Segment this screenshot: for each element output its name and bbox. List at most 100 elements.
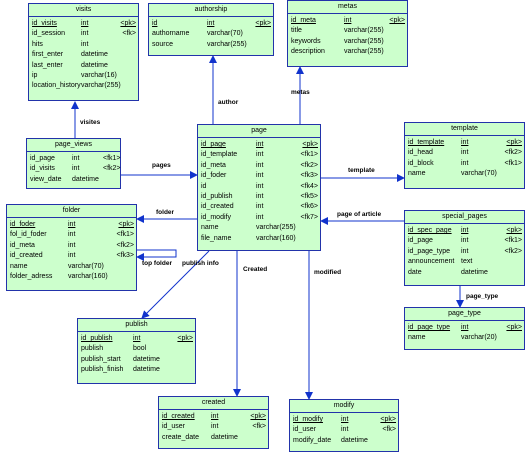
column-name: id_head: [408, 149, 433, 157]
column-key: [172, 355, 193, 365]
column-key: [384, 37, 405, 47]
column-name: name: [201, 224, 219, 232]
column-type: int: [211, 413, 219, 420]
column-type: int: [461, 139, 469, 146]
column-name: id_publish: [201, 192, 233, 200]
column-type: varchar(255): [207, 40, 247, 48]
column-type: int: [256, 172, 264, 180]
column-key: <pk>: [389, 17, 405, 24]
column-name: keywords: [291, 37, 321, 45]
label-created: Created: [243, 266, 268, 273]
table-title: authorship: [149, 4, 273, 17]
column-key: <pk>: [506, 227, 522, 234]
column-type: datetime: [81, 61, 108, 69]
column-type: int: [256, 151, 264, 159]
column-type: datetime: [461, 268, 488, 276]
column-key: <fk4>: [300, 182, 318, 190]
column-name: id_meta: [291, 17, 316, 24]
column-name: id_modify: [293, 416, 323, 423]
column-type: int: [81, 40, 89, 48]
column-key: [248, 433, 266, 443]
column-type: int: [461, 159, 469, 167]
column-type: varchar(20): [461, 334, 497, 342]
column-type: int: [256, 213, 264, 221]
column-name: id_created: [10, 252, 43, 260]
column-name: id_visits: [32, 20, 57, 27]
column-type: datetime: [81, 51, 108, 59]
column-name: id_page_type: [408, 247, 451, 255]
column-name: file_name: [201, 234, 232, 242]
column-key: <fk6>: [300, 203, 318, 211]
column-name: id_session: [32, 30, 66, 38]
column-row: first_enter datetime: [32, 50, 136, 60]
column-name: date: [408, 268, 422, 276]
column-name: id_template: [408, 139, 445, 146]
column-key: <fk2>: [116, 241, 134, 249]
column-type: int: [72, 165, 80, 173]
column-key: [111, 262, 134, 272]
column-name: id: [152, 20, 158, 27]
column-key: <fk7>: [300, 213, 318, 221]
column-name: modify_date: [293, 436, 332, 444]
column-name: title: [291, 27, 302, 35]
column-key: [118, 81, 136, 91]
column-row: id_visits int <fk2>: [30, 164, 121, 174]
column-name: hits: [32, 40, 43, 48]
column-type: varchar(16): [81, 71, 117, 79]
column-key: [103, 175, 118, 185]
column-name: announcement: [408, 258, 455, 266]
column-type: datetime: [72, 175, 99, 183]
label-visites: visites: [80, 119, 101, 126]
column-type: int: [461, 247, 469, 255]
column-key: [249, 29, 271, 39]
column-name: create_date: [162, 433, 199, 441]
column-name: first_enter: [32, 51, 64, 59]
table-title: modify: [290, 400, 398, 413]
column-type: int: [256, 161, 264, 169]
column-name: name: [408, 334, 426, 342]
column-name: id_page: [30, 155, 55, 162]
column-name: publish: [81, 345, 104, 353]
column-name: id_template: [201, 151, 238, 159]
column-key: <fk1>: [116, 231, 134, 239]
column-type: int: [461, 227, 469, 234]
column-key: <fk2>: [103, 165, 121, 173]
column-name: id_meta: [10, 241, 35, 249]
column-key: [118, 40, 136, 50]
column-key: [501, 268, 522, 278]
column-name: authorname: [152, 30, 190, 38]
column-name: id_block: [408, 159, 434, 167]
column-name: id_visits: [30, 165, 55, 173]
column-name: location_history: [32, 82, 81, 90]
column-name: name: [408, 170, 426, 178]
label-page-of-article: page of article: [337, 211, 382, 218]
column-name: id_page: [408, 237, 433, 245]
